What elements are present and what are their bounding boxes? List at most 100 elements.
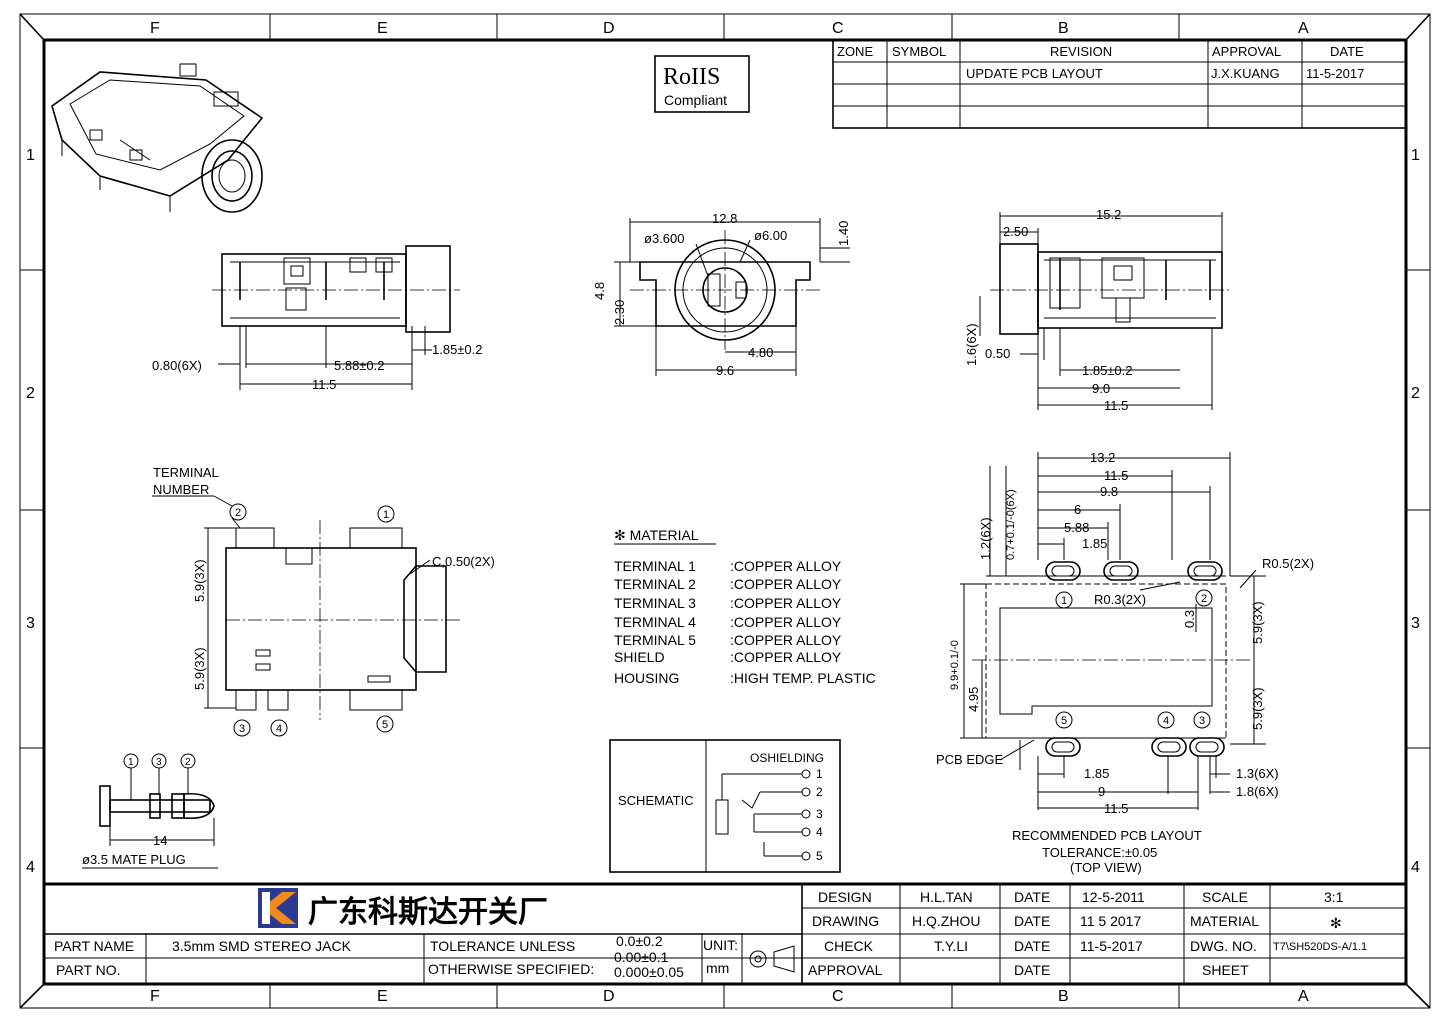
rev-cell-date: 11-5-2017	[1306, 66, 1364, 81]
zone-labels: F E D C B A F E D C B A 1 2 3 4 1 2 3 4	[26, 20, 1420, 1005]
sheet-label: SHEET	[1202, 962, 1249, 978]
pcb-dim-495: 4.95	[966, 687, 981, 712]
pcb-pad-1: 1	[1061, 595, 1067, 607]
company-logo-icon	[258, 888, 298, 928]
pcb-pad-2: 2	[1201, 593, 1207, 605]
rev-header-approval: APPROVAL	[1212, 44, 1281, 59]
plug-terminal-1: 1	[128, 757, 134, 768]
material-part-7: HOUSING	[614, 670, 679, 686]
schematic-pin-5: 5	[816, 849, 823, 863]
zone-col-top-d: D	[603, 20, 615, 37]
pcb-dim-588: 5.88	[1064, 520, 1089, 535]
pcb-dim-b115: 11.5	[1104, 801, 1128, 816]
zone-row-left-1: 1	[26, 147, 35, 164]
pcb-dim-b185: 1.85	[1084, 766, 1109, 781]
plug-length: 14	[153, 833, 167, 848]
top-terminal-5: 5	[382, 719, 388, 731]
pcb-caption-3: (TOP VIEW)	[1070, 860, 1142, 875]
pcb-dim-r05: R0.5(2X)	[1262, 556, 1314, 571]
schematic-pin-shield: OSHIELDING	[750, 751, 824, 765]
tolerance-label: TOLERANCE UNLESS	[430, 938, 575, 954]
approval-date-label: DATE	[1014, 962, 1050, 978]
zone-col-top-a: A	[1298, 20, 1309, 37]
drawing-date: 11 5 2017	[1080, 913, 1141, 929]
dwg-no-value: T7\SH520DS-A/1.1	[1273, 941, 1367, 953]
pcb-dim-99: 9.9+0.1/-0	[949, 640, 961, 690]
outer-frame	[19, 13, 1431, 1009]
material-part-3: TERMINAL 3	[614, 595, 696, 611]
drawing-date-label: DATE	[1014, 913, 1050, 929]
end-view: 12.8 1.40 ø3.600 ø6.00 4.8 2.30 4.80 9.6	[592, 211, 851, 378]
material-value: ✻	[1330, 915, 1342, 931]
material-title: ✻ MATERIAL	[614, 527, 699, 543]
part-name-label: PART NAME	[54, 938, 134, 954]
side-dim-185: 1.85±0.2	[1082, 363, 1133, 378]
pcb-dim-132: 13.2	[1090, 450, 1115, 465]
zone-col-top-f: F	[150, 20, 160, 37]
pcb-dim-185a: 1.85	[1082, 536, 1107, 551]
top-dim-59a: 5.9(3X)	[192, 559, 207, 602]
projection-symbol-icon	[749, 945, 795, 973]
pcb-pad-3: 3	[1199, 715, 1205, 727]
plug-label: ø3.5 MATE PLUG	[82, 852, 186, 867]
material-mat-6: :COPPER ALLOY	[730, 649, 842, 665]
pcb-dim-h03: 0.3	[1182, 610, 1197, 628]
rev-header-symbol: SYMBOL	[892, 44, 946, 59]
material-part-1: TERMINAL 1	[614, 558, 696, 574]
pcb-caption-1: RECOMMENDED PCB LAYOUT	[1012, 828, 1202, 843]
drawing-name: H.Q.ZHOU	[912, 913, 980, 929]
schematic-pin-2: 2	[816, 785, 823, 799]
top-terminal-label-2: NUMBER	[153, 482, 209, 497]
part-no-label: PART NO.	[56, 962, 121, 978]
scale-label: SCALE	[1202, 889, 1248, 905]
top-dim-59b: 5.9(3X)	[192, 647, 207, 690]
side-dim-90: 9.0	[1092, 381, 1110, 396]
approval-label: APPROVAL	[808, 962, 883, 978]
tolerance-3: 0.000±0.05	[614, 964, 684, 980]
material-mat-5: :COPPER ALLOY	[730, 632, 842, 648]
material-list: ✻ MATERIAL TERMINAL 1 :COPPER ALLOY TERM…	[614, 527, 876, 686]
drawing-label: DRAWING	[812, 913, 879, 929]
material-part-6: SHIELD	[614, 649, 665, 665]
pcb-dim-98: 9.8	[1100, 484, 1118, 499]
pcb-pad-4: 4	[1163, 715, 1169, 727]
material-mat-3: :COPPER ALLOY	[730, 595, 842, 611]
front-dim-185: 1.85±0.2	[432, 342, 483, 357]
pcb-dim-b13: 1.3(6X)	[1236, 766, 1279, 781]
design-date-label: DATE	[1014, 889, 1050, 905]
zone-col-top-b: B	[1058, 20, 1069, 37]
schematic: SCHEMATIC OSHIELDING 1 2 3 4 5	[609, 739, 841, 873]
pcb-layout: 1 2 5 4 3	[936, 450, 1314, 875]
pcb-dim-r03: R0.3(2X)	[1094, 592, 1146, 607]
pcb-dim-b18: 1.8(6X)	[1236, 784, 1279, 799]
scale-value: 3:1	[1324, 889, 1344, 905]
schematic-pin-3: 3	[816, 807, 823, 821]
zone-row-right-1: 1	[1411, 147, 1420, 164]
pcb-dim-s59a: 5.9(3X)	[1250, 601, 1265, 644]
check-date: 11-5-2017	[1080, 938, 1143, 954]
end-dim-600: ø6.00	[754, 228, 787, 243]
zone-col-bottom-b: B	[1058, 988, 1069, 1005]
zone-col-top-c: C	[832, 20, 844, 37]
revision-table: ZONE SYMBOL REVISION APPROVAL DATE UPDAT…	[832, 39, 1407, 129]
pcb-dim-s59b: 5.9(3X)	[1250, 687, 1265, 730]
side-view: 15.2 2.50 1.6(6X) 0.50 1.85±0.2 9.0 11.5	[964, 207, 1232, 413]
pcb-pad-5: 5	[1061, 715, 1067, 727]
unit-label: UNIT:	[703, 937, 738, 953]
design-name: H.L.TAN	[920, 889, 973, 905]
isometric-view	[51, 63, 264, 213]
schematic-pin-1: 1	[816, 767, 823, 781]
end-dim-230: 2.30	[612, 300, 627, 325]
zone-row-right-3: 3	[1411, 615, 1420, 632]
zone-col-top-e: E	[377, 20, 388, 37]
top-chamfer-label: C,0.50(2X)	[432, 554, 495, 569]
material-mat-1: :COPPER ALLOY	[730, 558, 842, 574]
front-dim-115: 11.5	[312, 377, 336, 392]
zone-row-left-2: 2	[26, 385, 35, 402]
rev-cell-revision: UPDATE PCB LAYOUT	[966, 66, 1103, 81]
rev-cell-approval: J.X.KUANG	[1211, 66, 1280, 81]
material-part-4: TERMINAL 4	[614, 614, 696, 630]
zone-row-right-2: 2	[1411, 385, 1420, 402]
otherwise-label: OTHERWISE SPECIFIED:	[428, 961, 594, 977]
title-block: 广东科斯达开关厂 PART NAME 3.5mm SMD STEREO JACK…	[44, 882, 1406, 984]
